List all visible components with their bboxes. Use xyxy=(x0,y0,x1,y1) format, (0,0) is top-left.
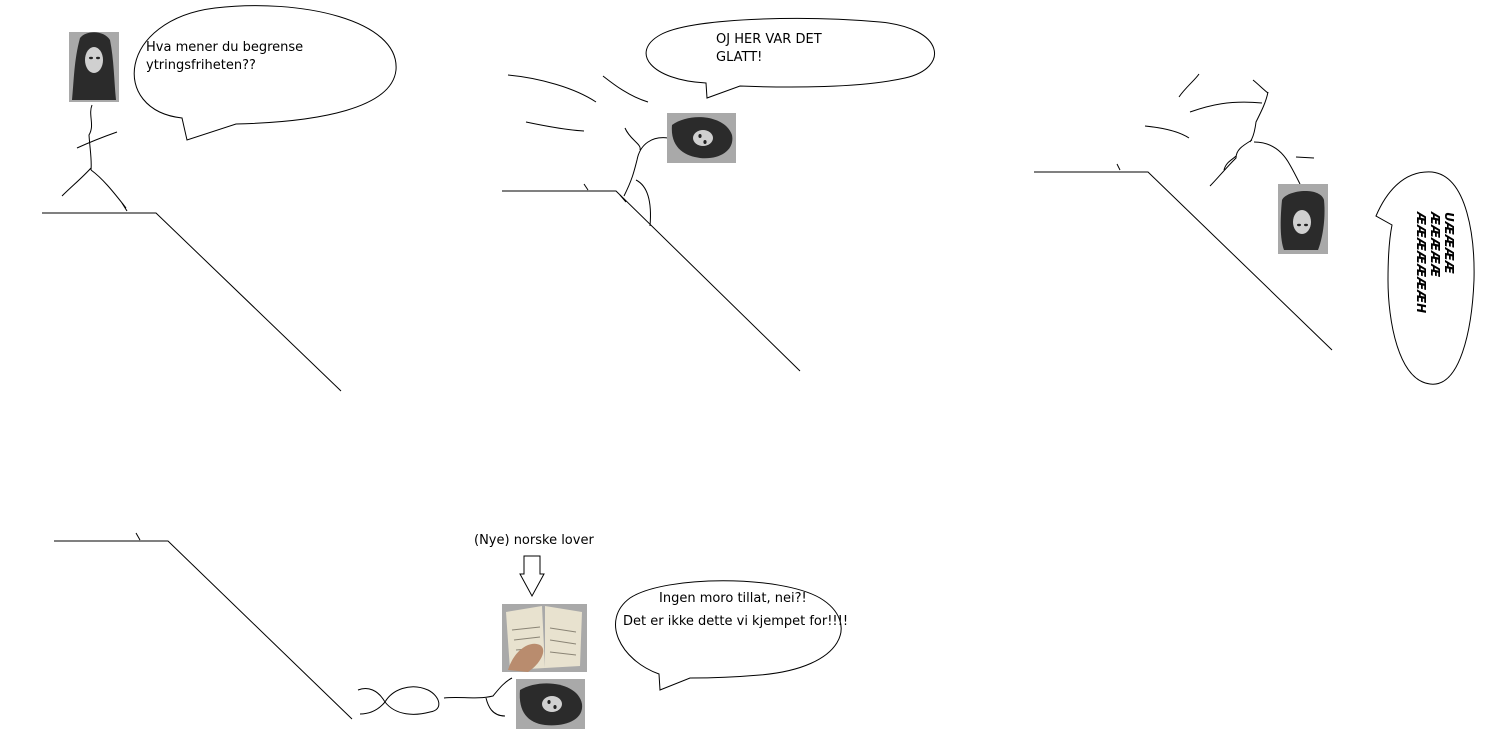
slope-line xyxy=(502,190,801,372)
face-photo xyxy=(667,113,736,163)
panel-4 xyxy=(54,532,842,729)
lying-figure xyxy=(357,677,513,717)
book-photo xyxy=(502,604,587,672)
panel-3-speech-line: UÆÆÆÆ xyxy=(1442,212,1456,274)
panel-2-speech-text: OJ HER VAR DET GLATT! xyxy=(716,32,822,65)
down-arrow-icon xyxy=(519,555,545,598)
panel-1-speech-text: Hva mener du begrense ytringsfriheten?? xyxy=(146,40,304,73)
panel-4-speech-line-2: Det er ikke dette vi kjempet for!!!! xyxy=(623,614,849,629)
speech-bubble xyxy=(645,17,935,99)
speech-bubble xyxy=(615,580,842,691)
slope-line xyxy=(54,540,353,720)
panel-3 xyxy=(1034,73,1475,385)
panel-4-caption: (Nye) norske lover xyxy=(474,533,594,548)
speed-lines xyxy=(507,74,649,132)
face-photo xyxy=(69,32,119,102)
slope-line xyxy=(1034,171,1333,351)
face-photo xyxy=(1278,184,1328,254)
falling-figure xyxy=(1209,91,1315,187)
falling-figure xyxy=(619,127,669,227)
panel-4-speech-line-1: Ingen moro tillat, nei?! xyxy=(659,591,807,606)
speed-lines xyxy=(1144,73,1269,139)
panel-3-speech-line: ÆÆÆÆÆÆÆH xyxy=(1414,212,1428,314)
speech-bubble xyxy=(133,5,397,141)
panel-3-speech-text: UÆÆÆÆ ÆÆÆÆÆ ÆÆÆÆÆÆÆH xyxy=(1414,212,1456,313)
slope-line xyxy=(42,212,342,392)
panel-3-speech-line: ÆÆÆÆÆ xyxy=(1428,212,1442,278)
panel-2 xyxy=(502,17,935,372)
panel-1 xyxy=(42,5,397,392)
stick-figure xyxy=(61,104,128,212)
face-photo xyxy=(516,679,585,729)
speech-bubble xyxy=(1375,171,1475,385)
